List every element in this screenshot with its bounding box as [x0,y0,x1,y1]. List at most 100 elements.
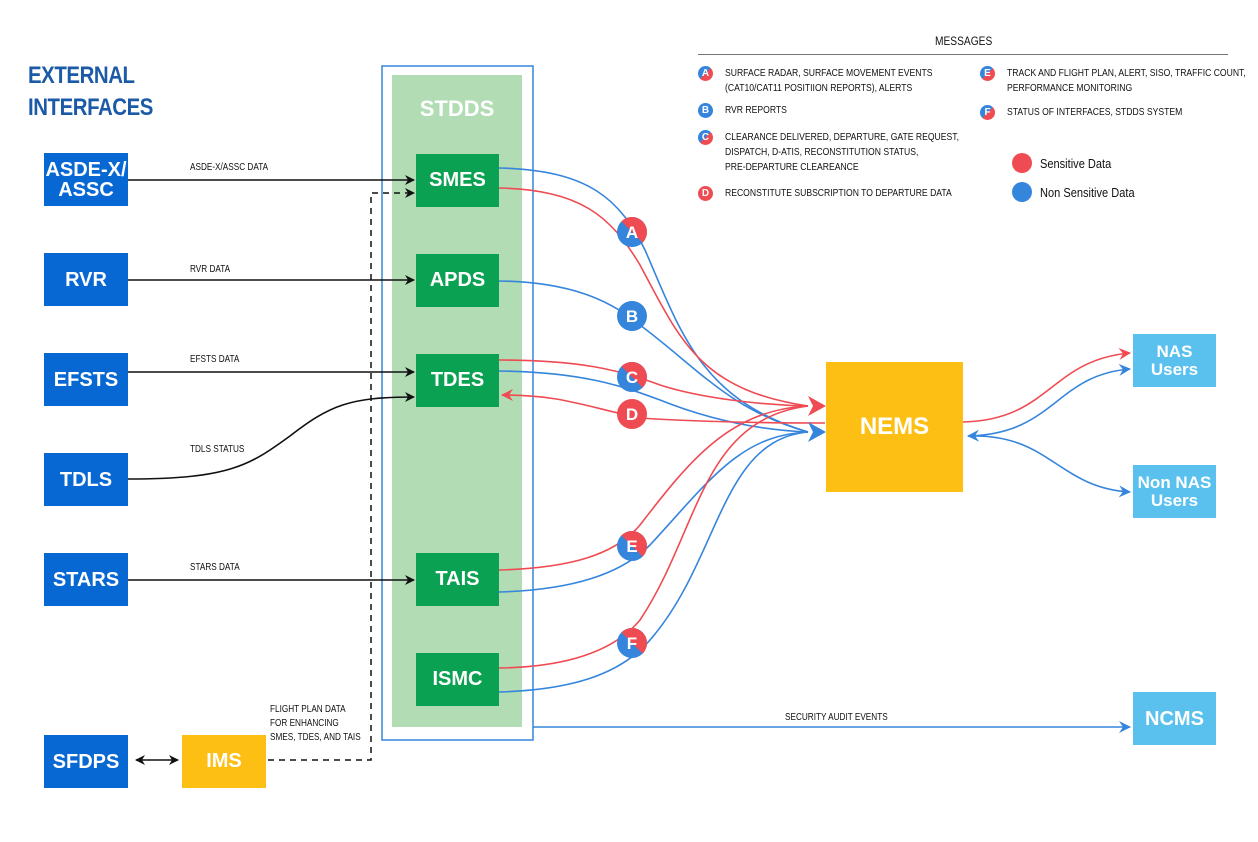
legend-item-d: D RECONSTITUTE SUBSCRIPTION TO DEPARTURE … [698,186,1002,201]
sfdps-label: SFDPS [52,750,120,773]
non-sensitive-dot-icon [1012,182,1032,202]
flow-label-asde: ASDE-X/ASSC DATA [190,162,269,173]
box-ncms[interactable]: NCMS [1133,692,1216,745]
flow-badge-letter: A [626,223,638,242]
box-efsts[interactable]: EFSTS [44,353,128,406]
flow-label-stars: STARS DATA [190,562,240,573]
asde-label-2: ASSC [58,178,114,201]
arrowhead-blue-into-nems [808,422,826,442]
title-line-2: INTERFACES [28,94,153,121]
box-stars[interactable]: STARS [44,553,128,606]
rvr-label: RVR [65,268,107,291]
efsts-label: EFSTS [53,368,119,391]
nas-users-line-1: NAS [1156,341,1193,361]
box-sfdps[interactable]: SFDPS [44,735,128,788]
tdes-label: TDES [430,369,485,391]
flow-nems-nas-blue [967,363,1131,442]
non-nas-users-line-2: Users [1150,490,1199,510]
apds-label: APDS [429,269,486,291]
flow-badge-e: E [617,531,647,561]
flow-label-security: SECURITY AUDIT EVENTS [785,712,888,723]
key-sensitive: Sensitive Data [1012,153,1124,173]
flight-plan-line-3: SMES, TDES, AND TAIS [270,732,361,743]
legend-text: CLEARANCE DELIVERED, DEPARTURE, GATE REQ… [725,130,959,175]
flow-nems-nonnas-blue [974,435,1131,498]
flow-e-red [498,405,809,571]
tdls-label: TDLS [59,468,113,491]
component-ismc[interactable]: ISMC [416,653,499,706]
flow-badge-a: A [617,217,647,247]
legend-text-line: PERFORMANCE MONITORING [1007,82,1133,94]
legend-item-a: A SURFACE RADAR, SURFACE MOVEMENT EVENTS (… [698,66,978,96]
legend-item-c: C CLEARANCE DELIVERED, DEPARTURE, GATE RE… [698,130,1010,175]
flow-badge-d: D [617,399,647,429]
box-asde-x-assc[interactable]: ASDE-X/ASSC [44,153,128,206]
flow-badge-letter: C [626,368,638,387]
non-nas-users-line-1: Non NAS [1137,472,1212,492]
legend-item-f: F STATUS OF INTERFACES, STDDS SYSTEM [980,105,1221,120]
component-apds[interactable]: APDS [416,254,499,307]
stars-label: STARS [52,568,120,591]
badge-f-icon: F [980,105,995,120]
flow-label-tdls: TDLS STATUS [190,444,245,455]
messages-title: MESSAGES [935,34,993,48]
legend-text-line: DISPATCH, D-ATIS, RECONSTITUTION STATUS, [725,146,919,158]
stdds-title: STDDS [419,96,495,121]
legend-text: RECONSTITUTE SUBSCRIPTION TO DEPARTURE D… [725,186,952,201]
flow-ims-flightplan-dashed [268,188,415,761]
badge-circle [617,301,647,331]
smes-label: SMES [429,169,486,191]
box-tdls[interactable]: TDLS [44,453,128,506]
flow-f-red [498,405,809,669]
badge-red-half [621,217,647,243]
asde-label-1: ASDE-X/ [45,158,127,181]
legend-text-line: RECONSTITUTE SUBSCRIPTION TO DEPARTURE D… [725,187,952,199]
box-ims[interactable]: IMS [182,735,266,788]
key-non-sensitive: Non Sensitive Data [1012,182,1151,202]
legend-text-line: RVR REPORTS [725,104,787,116]
badge-red-half [621,627,647,654]
flow-a-blue [498,167,809,433]
ncms-label: NCMS [1145,707,1204,730]
badge-c-icon: C [698,130,713,145]
flow-f-blue [498,431,809,693]
flow-b-blue [498,280,809,433]
flow-tdls-tdes [127,392,415,480]
box-nems[interactable]: NEMS [826,362,963,492]
box-rvr[interactable]: RVR [44,253,128,306]
ismc-label: ISMC [432,668,483,690]
badge-d-icon: D [698,186,713,201]
legend-text-line: SURFACE RADAR, SURFACE MOVEMENT EVENTS [725,67,933,79]
legend-text: TRACK AND FLIGHT PLAN, ALERT, SISO, TRAF… [1007,66,1246,96]
external-interfaces-title: EXTERNAL INTERFACES [28,60,153,124]
flow-label-efsts: EFSTS DATA [190,354,240,365]
badge-a-icon: A [698,66,713,81]
badge-red-half [621,531,647,557]
legend-text-line: STATUS OF INTERFACES, STDDS SYSTEM [1007,106,1183,118]
messages-divider [698,54,1228,55]
badge-circle [617,399,647,429]
legend-text-line: CLEARANCE DELIVERED, DEPARTURE, GATE REQ… [725,131,959,143]
legend-text-line: TRACK AND FLIGHT PLAN, ALERT, SISO, TRAF… [1007,67,1246,79]
flow-badge-letter: D [626,405,638,424]
flow-label-rvr: RVR DATA [190,264,231,275]
component-smes[interactable]: SMES [416,154,499,207]
legend-text: RVR REPORTS [725,103,787,118]
legend-text-line: PRE-DEPARTURE CLEAREANCE [725,161,859,173]
component-tdes[interactable]: TDES [416,354,499,407]
legend-text-line: (CAT10/CAT11 POSITIION REPORTS), ALERTS [725,82,913,94]
nems-label: NEMS [859,413,930,440]
component-tais[interactable]: TAIS [416,553,499,606]
flow-a-red [498,187,809,407]
flow-badge-f: F [617,627,647,658]
flow-badge-b: B [617,301,647,331]
flow-badge-c: C [617,362,647,392]
sensitive-dot-icon [1012,153,1032,173]
key-sensitive-label: Sensitive Data [1040,155,1112,171]
ims-label: IMS [206,750,242,772]
